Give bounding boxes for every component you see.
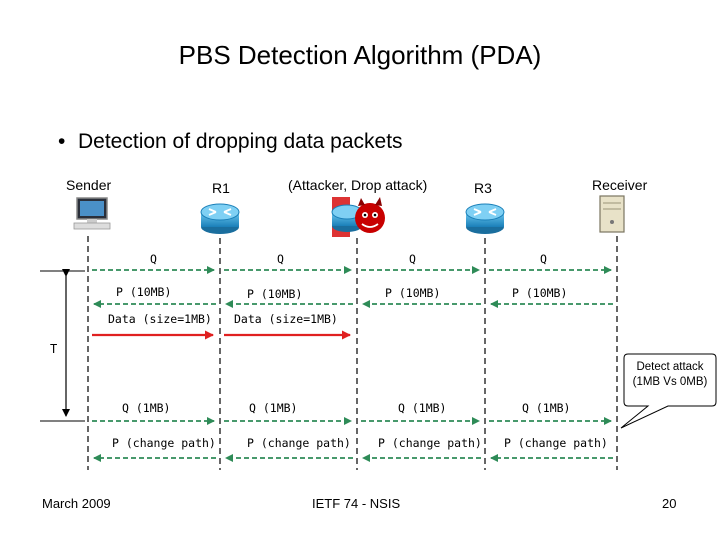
- computer-icon: [73, 197, 111, 230]
- pchange-label-3: P (change path): [378, 436, 482, 450]
- lifelines: [87, 236, 618, 470]
- timer-label: T: [50, 342, 58, 356]
- p10-label-4: P (10MB): [512, 286, 568, 300]
- attacker-label: (Attacker, Drop attack): [288, 177, 428, 193]
- callout-text: Detect attack (1MB Vs 0MB): [632, 361, 708, 388]
- bullet-marker: •: [58, 130, 66, 153]
- footer-venue: IETF 74 - NSIS: [312, 496, 401, 511]
- timer-bracket: [40, 269, 85, 422]
- q-label-4: Q: [540, 252, 547, 266]
- q-label-2: Q: [277, 252, 284, 266]
- server-icon: [599, 195, 625, 233]
- pchange-label-2: P (change path): [247, 436, 351, 450]
- q1mb-label-1: Q (1MB): [122, 401, 171, 415]
- bullet-text: Detection of dropping data packets: [78, 130, 403, 153]
- q-label-1: Q: [150, 252, 157, 266]
- q1mb-label-4: Q (1MB): [522, 401, 571, 415]
- data-label-2: Data (size=1MB): [234, 312, 338, 326]
- r1-label: R1: [212, 180, 230, 196]
- router-icon: [465, 203, 505, 234]
- router-icon: [200, 203, 240, 234]
- footer-date: March 2009: [42, 496, 111, 511]
- receiver-label: Receiver: [592, 177, 648, 193]
- r3-label: R3: [474, 180, 492, 196]
- page-number: 20: [662, 496, 677, 511]
- p10-label-2: P (10MB): [247, 287, 303, 301]
- slide-title: PBS Detection Algorithm (PDA): [178, 40, 542, 70]
- callout-bubble: [620, 353, 717, 429]
- sender-label: Sender: [66, 177, 112, 193]
- q-label-3: Q: [409, 252, 416, 266]
- q1mb-label-3: Q (1MB): [398, 401, 447, 415]
- bullet-item: • Detection of dropping data packets: [58, 130, 403, 154]
- data-label-1: Data (size=1MB): [108, 312, 212, 326]
- pchange-label-1: P (change path): [112, 436, 216, 450]
- devil-icon: [331, 197, 385, 237]
- q1mb-label-2: Q (1MB): [249, 401, 298, 415]
- p10-label-1: P (10MB): [116, 285, 172, 299]
- pchange-label-4: P (change path): [504, 436, 608, 450]
- p10-label-3: P (10MB): [385, 286, 441, 300]
